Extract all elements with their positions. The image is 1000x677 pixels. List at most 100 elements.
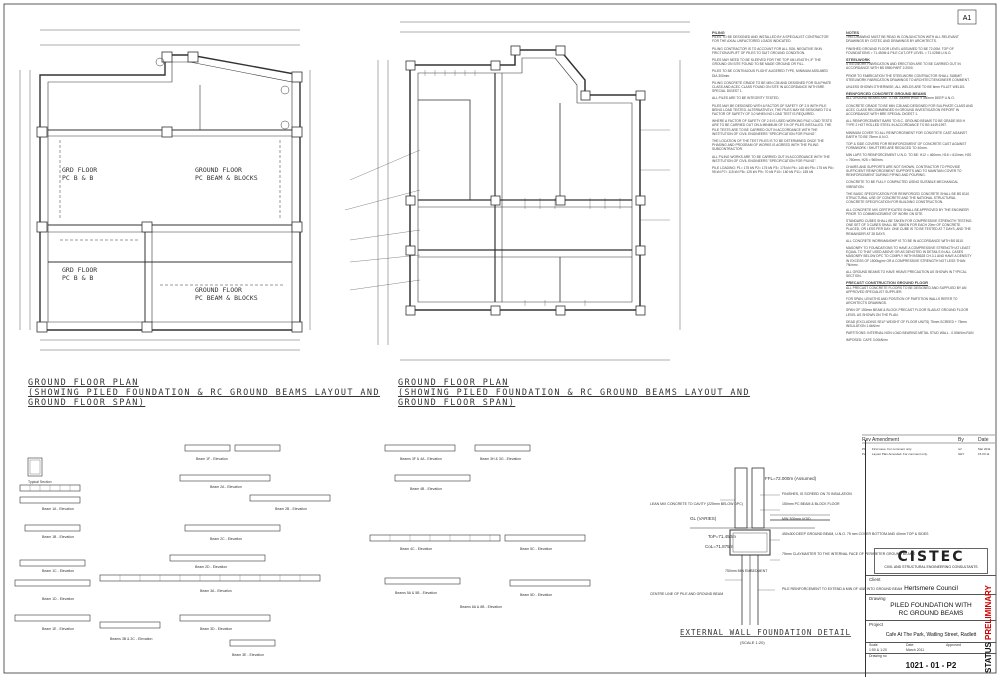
client-name: Hertsmere Council — [904, 585, 958, 592]
beam-label: Beam 3E - Elevation — [232, 653, 264, 657]
beam-label: Beam 1A - Elevation — [42, 507, 74, 511]
sheet-ref-box — [957, 9, 977, 25]
detail-label: PILE REINFORCEMENT TO EXTEND A MIN OF 40… — [782, 587, 902, 591]
beam-label: Beam 4B - Elevation — [410, 487, 442, 491]
note-paragraph: PILES TO BE DESIGNED AND INSTALLED BY A … — [712, 35, 829, 44]
beam-label: Beams 6A & 6B - Elevation — [460, 605, 502, 609]
beam-label: Beam 3H & 3G - Elevation — [480, 457, 521, 461]
beam-label: Beam 1C - Elevation — [42, 569, 74, 573]
note-paragraph: ALL GROUND BEAMS ARE TO BE 300mm WIDE x … — [846, 96, 955, 101]
detail-label: CENTRE LINE OF PILE AND GROUND BEAM — [650, 592, 723, 596]
room-label: GRD FLOOR — [62, 166, 97, 174]
note-paragraph: DEAD (EXCLUDING SELF WEIGHT OF FLOOR UNI… — [846, 319, 967, 328]
rev-header: Amendment — [872, 437, 900, 443]
note-paragraph: ALL CONCRETE MIX CERTIFICATES SHALL BE A… — [846, 207, 969, 216]
drawing-title-1: PILED FOUNDATION WITH — [890, 602, 972, 609]
beam-label: Beam 5C - Elevation — [520, 547, 552, 551]
rev-cell: P2 — [862, 452, 866, 456]
external-wall-detail — [690, 467, 830, 625]
rev-header: Rev — [862, 437, 871, 443]
note-paragraph: THIS DRAWING MUST BE READ IN CONJUNCTION… — [846, 35, 959, 44]
note-paragraph: MASONRY TO FOUNDATIONS TO HAVE A COMPRES… — [846, 245, 972, 267]
detail-label: ToP=71.450m — [708, 534, 736, 539]
note-paragraph: PILING CONTRACTOR IS TO ACCOUNT FOR ALL … — [712, 46, 822, 55]
note-paragraph: PILES MAY NEED TO BE SLEEVED FOR THE TOP… — [712, 58, 821, 67]
detail-label: FFL=72.000m (Assumed) — [765, 476, 817, 481]
note-paragraph: THE LOCATION OF THE TEST PILES IS TO BE … — [712, 139, 824, 152]
beam-label: Beam 1D - Elevation — [42, 597, 74, 601]
beam-label: Beam 3D - Elevation — [200, 627, 232, 631]
note-paragraph: ALL PILES ARE TO BE INTEGRITY TESTED. — [712, 96, 780, 101]
status-label: STATUS — [984, 642, 993, 673]
rev-header: By — [958, 437, 964, 443]
note-paragraph: FINISHED GROUND FLOOR LEVEL ASSUMED TO B… — [846, 46, 954, 55]
detail-label: GL (VARIES) — [690, 516, 717, 521]
drawing-no-label: Drawing no — [869, 654, 887, 658]
drawing-label: Drawing — [869, 596, 886, 601]
detail-label: 750mm MIN EMBEDMENT — [725, 569, 768, 573]
detail-scale: (SCALE 1:20) — [740, 640, 765, 645]
note-paragraph: ALL CONCRETE WORKMANSHIP IS TO BE IN ACC… — [846, 238, 964, 243]
note-paragraph: PRIOR TO FABRICATION THE STEELWORK CONTR… — [846, 73, 970, 82]
drawing-number: 1021 - 01 - P2 — [905, 661, 957, 670]
beam-label: Beam 2D - Elevation — [195, 565, 227, 569]
note-paragraph: THE BASIC SPECIFICATION FOR REINFORCED C… — [846, 191, 970, 205]
note-paragraph: CONCRETE TO BE FULLY COMPACTED USING SUI… — [846, 180, 959, 189]
detail-title: EXTERNAL WALL FOUNDATION DETAIL — [680, 628, 851, 637]
note-paragraph: CHAIRS AND SUPPORTS ARE NOT SHOWN, CONTR… — [846, 164, 962, 178]
rev-cell: P1 — [862, 447, 866, 451]
rev-cell: 15.03.11 — [978, 452, 990, 456]
revision-table — [862, 434, 995, 444]
note-paragraph: PILE LOADING: P1= 175 kN P2= 175 kN P3= … — [712, 166, 834, 175]
note-paragraph: WHERE A FACTOR OF SAFETY OF 2.5 IS USED … — [712, 119, 832, 136]
detail-label: FINISHES, IS SCREED ON 70 INSULATION — [782, 492, 852, 496]
note-paragraph: PARTITIONS: INTERNAL NON LOAD BEARING ME… — [846, 331, 974, 336]
room-label: GRD FLOOR — [62, 266, 97, 274]
detail-label: CoL=71.875m — [705, 544, 734, 549]
date-label: Date — [906, 643, 914, 647]
rev-cell: Mar 2011 — [978, 447, 991, 451]
rev-header: Date — [978, 437, 989, 443]
status-strip: STATUS PRELIMINARY — [982, 575, 997, 675]
beam-label: Beam 1E - Elevation — [42, 627, 74, 631]
beam-label: Beam 2A - Elevation — [210, 485, 242, 489]
note-paragraph: PILING CONCRETE GRADE TO BE MIN C35 AND … — [712, 80, 832, 94]
note-paragraph: CONCRETE GRADE TO BE MIN C35 AND DESIGNE… — [846, 103, 973, 117]
beam-label: Beam 1B - Elevation — [42, 535, 74, 539]
plan-title-right: GROUND FLOOR PLAN (SHOWING PILED FOUNDAT… — [398, 378, 750, 408]
detail-label: 150mm PC BEAM & BLOCK FLOOR — [782, 502, 840, 506]
note-paragraph: PILES MAY BE DESIGNED WITH A FACTOR OF S… — [712, 103, 832, 117]
beam-label: Beam 5D - Elevation — [520, 593, 552, 597]
rev-cell: GEY — [958, 452, 964, 456]
room-label: GROUND FLOOR — [195, 286, 242, 294]
sheet-ref: A1 — [963, 15, 972, 22]
note-paragraph: MIN LAPS TO REINFORCEMENT U.N.O. TO BE: … — [846, 153, 972, 162]
room-label: PC BEAM & BLOCKS — [195, 294, 258, 302]
approved-label: Approved — [946, 643, 961, 647]
detail-label: MIN 300mm VOID — [782, 517, 811, 521]
note-paragraph: IMPOSED: CAFE 3.00kN/m² — [846, 338, 888, 343]
note-paragraph: TOP & SIDE COVERS FOR REINFORCEMENT OF C… — [846, 142, 967, 151]
client-label: Client — [869, 577, 881, 582]
beam-label: Beam 4C - Elevation — [400, 547, 432, 551]
detail-label: 450x300 DEEP GROUND BEAM, U.N.O. 75 mm C… — [782, 532, 929, 536]
rev-cell: Layout Plan Amended. For comment only. — [872, 452, 928, 456]
note-paragraph: ALL PILING WORKS ARE TO BE CARRIED OUT I… — [712, 154, 830, 163]
beam-label: Beams 3B & 3C - Elevation — [110, 637, 152, 641]
beam-label: Beam 2B - Elevation — [275, 507, 307, 511]
beam-label: Beam 1F - Elevation — [196, 457, 228, 461]
note-paragraph: STANDARD CUBES SHALL BE TAKEN FOR COMPRE… — [846, 218, 973, 236]
status-value: PRELIMINARY — [984, 585, 993, 640]
beam-label: Typical Section — [28, 480, 52, 484]
project-name: Cafe At The Park, Watling Street, Radlet… — [885, 632, 977, 638]
detail-label: LEAN MIX CONCRETE TO CAVITY (225mm BELOW… — [650, 502, 743, 506]
notes-heading: REINFORCED CONCRETE GROUND BEAMS — [846, 92, 927, 97]
room-label: PC B & B — [62, 174, 93, 182]
note-paragraph: ALL GROUND BEAMS TO HAVE HEAVE PRECAUTIO… — [846, 269, 967, 279]
drawing-title-2: RC GROUND BEAMS — [898, 610, 964, 617]
notes-heading: NOTES — [846, 31, 860, 35]
plan-title-left: GROUND FLOOR PLAN (SHOWING PILED FOUNDAT… — [28, 378, 380, 408]
